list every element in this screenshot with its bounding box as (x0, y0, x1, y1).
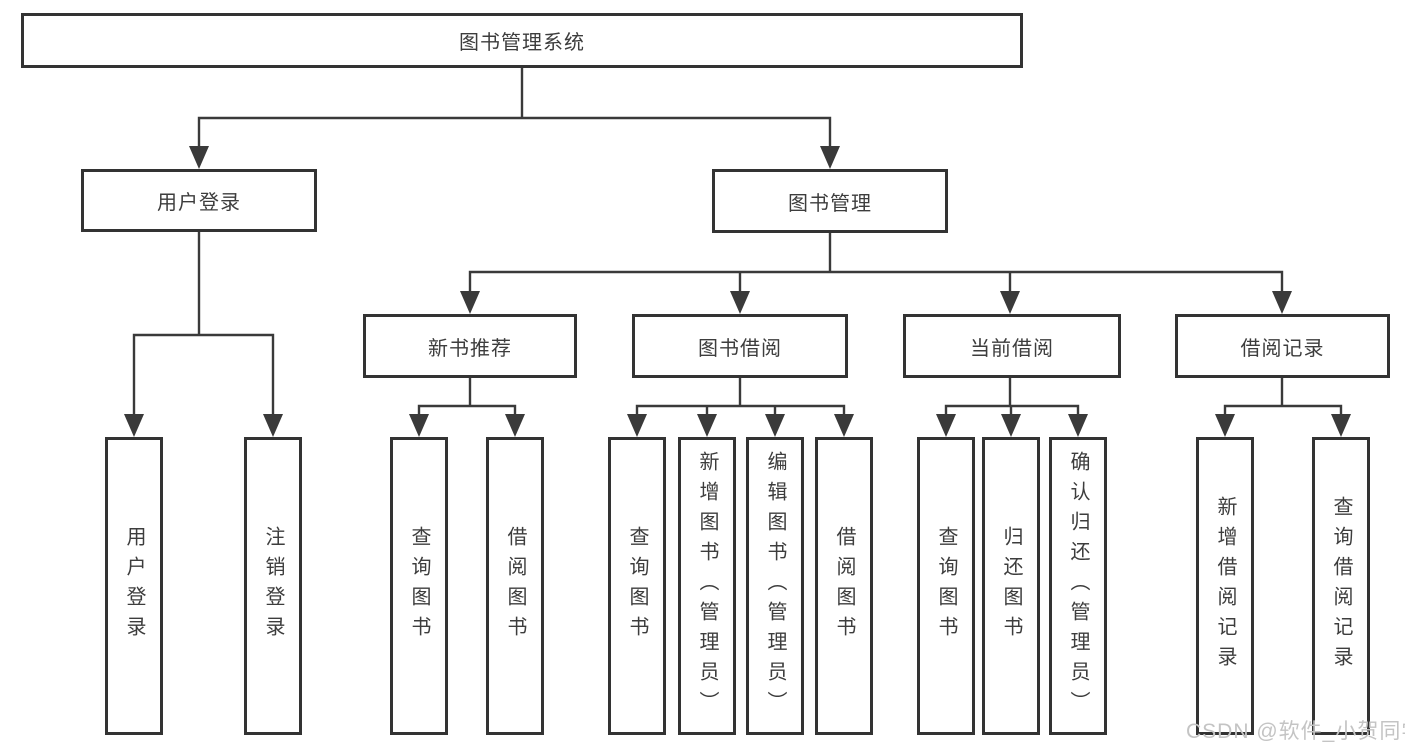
node-book-borrowing: 图书借阅 (632, 314, 848, 378)
leaf-user-login: 用户登录 (105, 437, 163, 735)
leaf-borrow-books: 借阅图书 (815, 437, 873, 735)
node-book-management: 图书管理 (712, 169, 948, 233)
csdn-watermark: CSDN @软件_小贺同学 (1186, 720, 1405, 743)
leaf-query-books: 查询图书 (390, 437, 448, 735)
leaf-borrow-books: 借阅图书 (486, 437, 544, 735)
leaf-query-books: 查询图书 (917, 437, 975, 735)
node-new-book-recommendation: 新书推荐 (363, 314, 577, 378)
leaf-add-borrow-record: 新增借阅记录 (1196, 437, 1254, 735)
node-library-management-system: 图书管理系统 (21, 13, 1023, 68)
node-borrowing-records: 借阅记录 (1175, 314, 1390, 378)
leaf-add-books-admin: 新增图书（管理员） (678, 437, 736, 735)
leaf-query-borrow-record: 查询借阅记录 (1312, 437, 1370, 735)
leaf-logout: 注销登录 (244, 437, 302, 735)
leaf-query-books: 查询图书 (608, 437, 666, 735)
node-current-borrowing: 当前借阅 (903, 314, 1121, 378)
node-user-login: 用户登录 (81, 169, 317, 232)
leaf-confirm-return-admin: 确认归还（管理员） (1049, 437, 1107, 735)
leaf-edit-books-admin: 编辑图书（管理员） (746, 437, 804, 735)
leaf-return-books: 归还图书 (982, 437, 1040, 735)
